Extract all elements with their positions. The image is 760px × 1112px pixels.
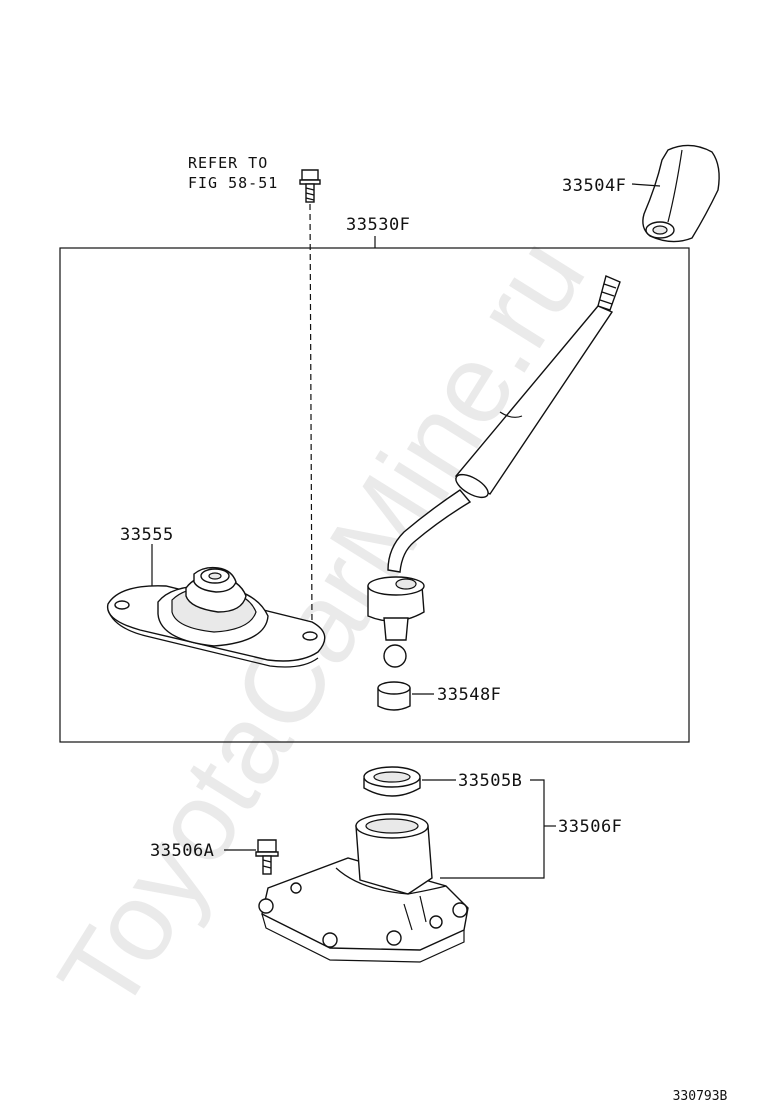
bolt-icon[interactable] — [255, 839, 279, 875]
shift-knob-icon[interactable] — [642, 144, 720, 243]
shift-knob-label: 33504F — [562, 176, 626, 196]
refer-note-line1: REFER TO — [188, 154, 268, 172]
housing-bracket — [440, 779, 545, 879]
seat-icon[interactable] — [363, 766, 421, 797]
bolt-label: 33506A — [150, 841, 214, 861]
boot-retainer-icon[interactable] — [106, 566, 326, 668]
refer-bolt-icon[interactable] — [299, 169, 321, 203]
shift-knob-leader — [631, 183, 661, 187]
housing-icon[interactable] — [258, 813, 469, 963]
figure-number: 330793B — [673, 1089, 728, 1104]
lever-assy-label: 33530F — [346, 215, 410, 235]
bushing-icon[interactable] — [377, 681, 411, 711]
bushing-label: 33548F — [437, 685, 501, 705]
refer-dashed-line — [309, 203, 313, 629]
boot-retainer-label: 33555 — [120, 525, 174, 545]
seat-label: 33505B — [458, 771, 522, 791]
refer-note-line2: FIG 58-51 — [188, 174, 278, 192]
housing-label: 33506F — [558, 817, 622, 837]
shift-lever-icon[interactable] — [367, 275, 621, 668]
